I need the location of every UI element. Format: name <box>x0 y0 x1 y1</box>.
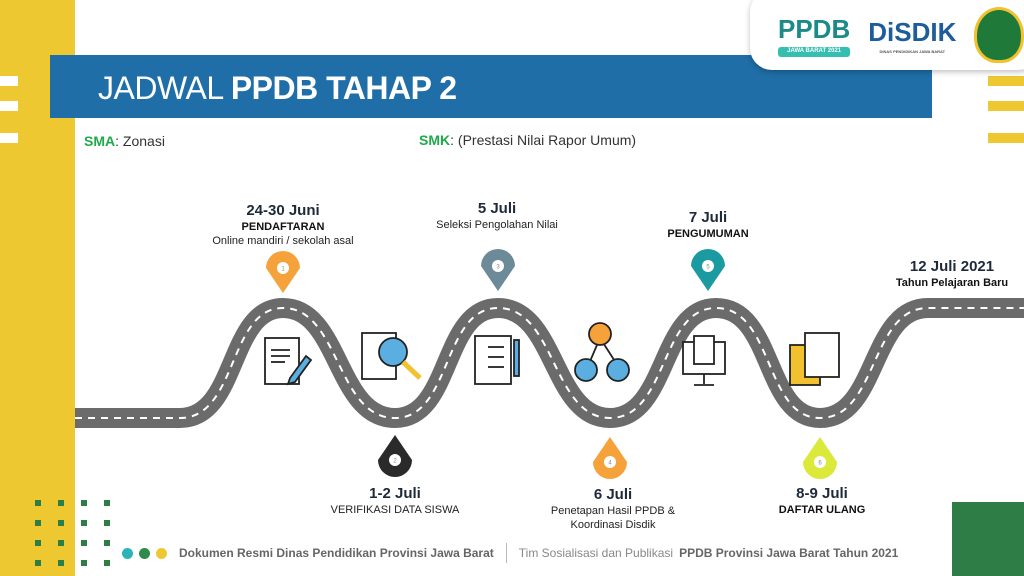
footer-divider <box>505 543 507 563</box>
pin-number: 1 <box>281 267 285 273</box>
pin-number: 4 <box>608 461 612 467</box>
stripe <box>988 76 1024 86</box>
footer: Dokumen Resmi Dinas Pendidikan Provinsi … <box>122 543 898 563</box>
pin-center <box>492 260 504 272</box>
footer-right-text: Tim Sosialisasi dan Publikasi <box>518 546 674 560</box>
pin-center <box>814 456 826 468</box>
teal-dot <box>122 547 133 559</box>
corner-accent <box>952 502 1024 576</box>
re-register-document-icon <box>789 332 840 386</box>
smk-track: SMK: (Prestasi Nilai Rapor Umum) <box>419 132 637 148</box>
stripe <box>0 133 18 143</box>
search-candidate-icon <box>361 332 422 380</box>
pin-number: 5 <box>706 265 710 271</box>
stripe <box>988 133 1024 143</box>
people-network-icon <box>574 322 630 382</box>
pin-number: 2 <box>393 459 397 465</box>
pin-number: 3 <box>496 265 500 271</box>
sma-track: SMA: Zonasi <box>84 133 165 149</box>
pin-center <box>389 454 401 466</box>
footer-right-bold: PPDB Provinsi Jawa Barat Tahun 2021 <box>679 546 899 560</box>
stripe <box>0 101 18 111</box>
green-dot <box>139 547 150 559</box>
pin-center <box>277 262 289 274</box>
form-pencil-icon <box>264 337 313 386</box>
stripe <box>988 101 1024 111</box>
page-title: JADWAL PPDB TAHAP 2 <box>98 70 457 106</box>
road <box>75 297 1024 429</box>
pin-center <box>604 456 616 468</box>
stripe <box>0 76 18 86</box>
jabar-crest-icon <box>974 7 1024 63</box>
checklist-icon <box>474 335 520 385</box>
monitor-announcement-icon <box>682 335 726 386</box>
pin-number: 6 <box>818 461 822 467</box>
dot-grid-decoration <box>35 500 110 566</box>
footer-left-text: Dokumen Resmi Dinas Pendidikan Provinsi … <box>179 546 494 560</box>
pin-center <box>702 260 714 272</box>
yellow-dot <box>156 547 167 559</box>
